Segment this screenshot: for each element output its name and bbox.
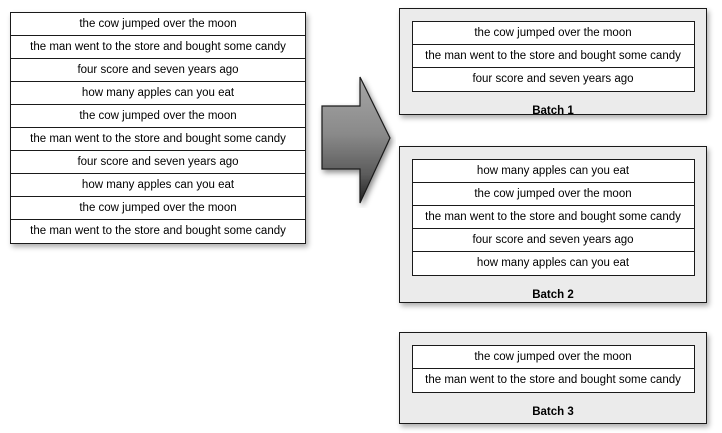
right-arrow-icon xyxy=(321,76,391,204)
list-item: the cow jumped over the moon xyxy=(11,197,305,220)
list-item: how many apples can you eat xyxy=(476,257,630,269)
batch-label: Batch 2 xyxy=(532,289,574,301)
batch-label: Batch 3 xyxy=(532,406,574,418)
batch-panel-2: how many apples can you eat the cow jump… xyxy=(399,146,707,303)
batch-sentence-list: the cow jumped over the moon the man wen… xyxy=(411,21,695,92)
list-item: the man went to the store and bought som… xyxy=(425,374,681,386)
list-item: four score and seven years ago xyxy=(412,229,694,252)
list-item: four score and seven years ago xyxy=(472,73,634,85)
list-item: the cow jumped over the moon xyxy=(412,183,694,206)
list-item: four score and seven years ago xyxy=(11,59,305,82)
list-item: the man went to the store and bought som… xyxy=(11,128,305,151)
batch-panel-1: the cow jumped over the moon the man wen… xyxy=(399,8,707,117)
list-item: the cow jumped over the moon xyxy=(11,13,305,36)
list-item: how many apples can you eat xyxy=(11,174,305,197)
batch-sentence-list: how many apples can you eat the cow jump… xyxy=(411,159,695,276)
list-item: the cow jumped over the moon xyxy=(412,346,694,369)
list-item: four score and seven years ago xyxy=(11,151,305,174)
list-item: the man went to the store and bought som… xyxy=(30,225,286,237)
list-item: the cow jumped over the moon xyxy=(11,105,305,128)
arrow-shape xyxy=(321,76,391,204)
list-item: the man went to the store and bought som… xyxy=(412,45,694,68)
list-item: the man went to the store and bought som… xyxy=(11,36,305,59)
list-item: the cow jumped over the moon xyxy=(412,22,694,45)
input-sentence-list: the cow jumped over the moon the man wen… xyxy=(10,12,306,244)
batch-sentence-list: the cow jumped over the moon the man wen… xyxy=(411,345,695,393)
batch-label: Batch 1 xyxy=(532,105,574,117)
batch-panel-3: the cow jumped over the moon the man wen… xyxy=(399,332,707,424)
list-item: the man went to the store and bought som… xyxy=(412,206,694,229)
list-item: how many apples can you eat xyxy=(412,160,694,183)
list-item: how many apples can you eat xyxy=(11,82,305,105)
